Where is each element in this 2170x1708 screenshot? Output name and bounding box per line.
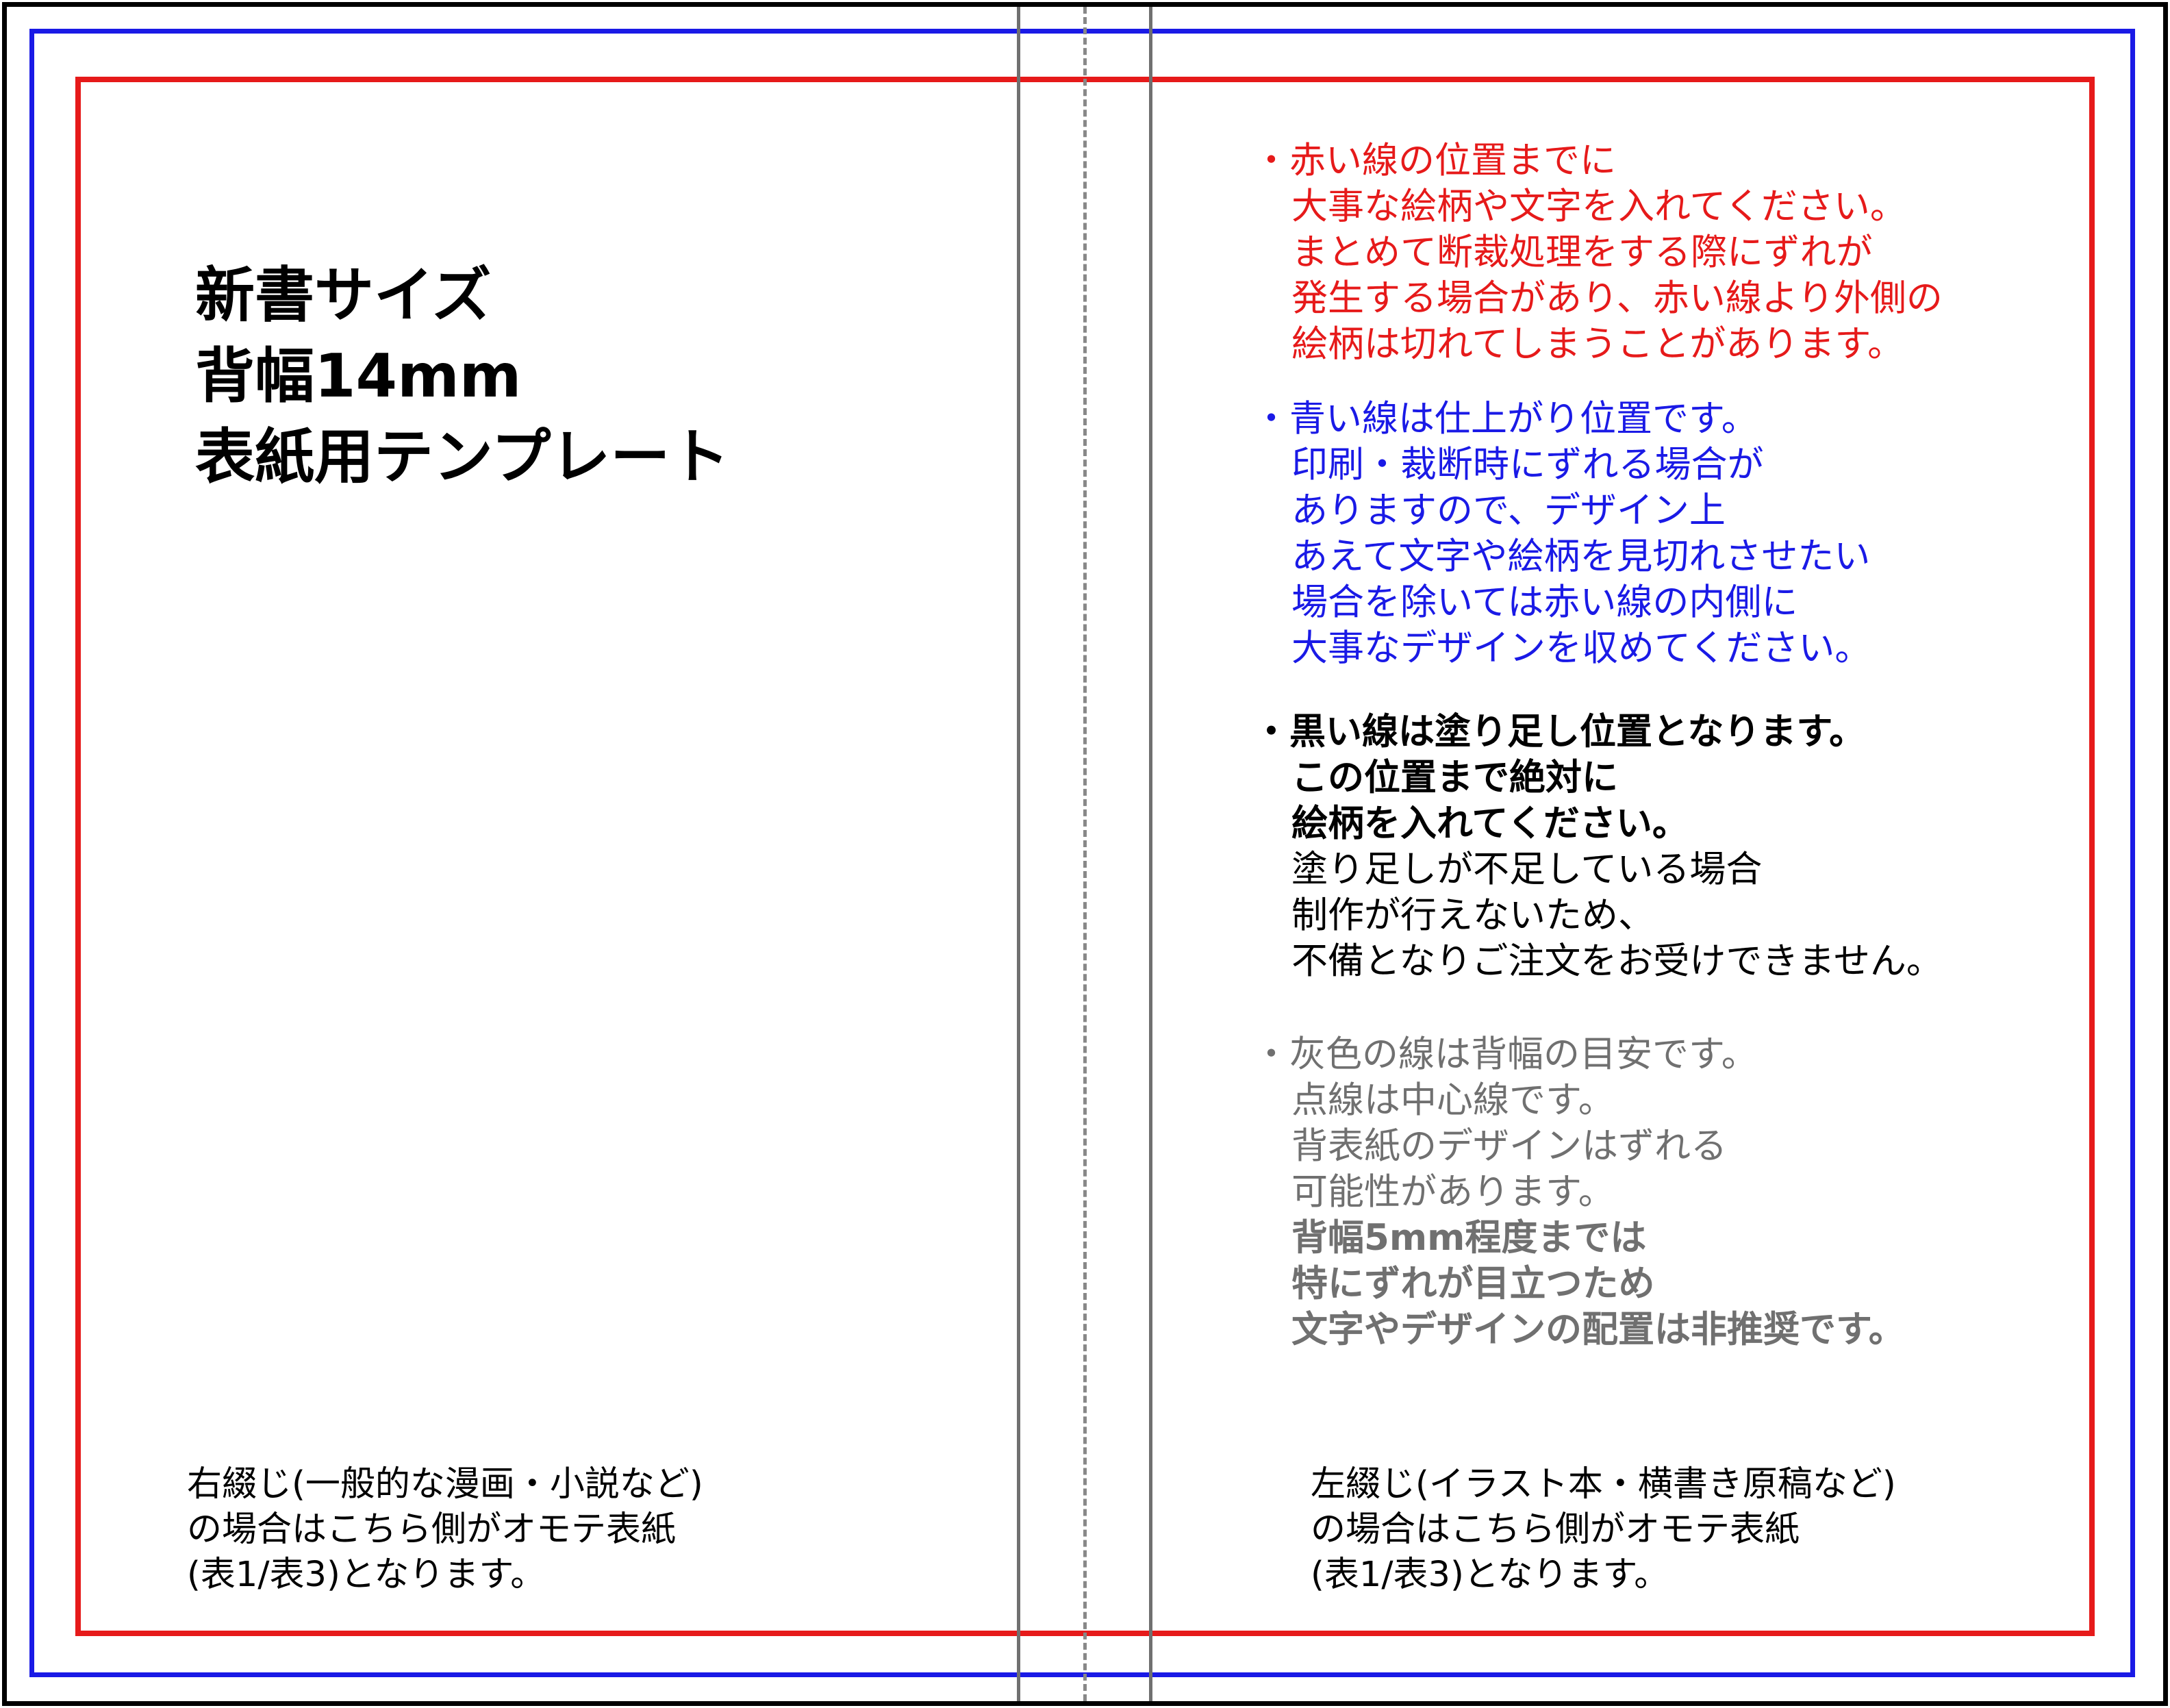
template-title: 新書サイズ 背幅14mm 表紙用テンプレート bbox=[195, 255, 729, 497]
binding-note-left: 左綴じ(イラスト本・横書き原稿など) の場合はこちら側がオモテ表紙 (表1/表3… bbox=[1311, 1462, 1896, 1598]
note-black-line: ・黒い線は塗り足し位置となります。 この位置まで絶対に 絵柄を入れてください。 … bbox=[1253, 709, 1943, 984]
note-text: 絵柄は切れてしまうことがあります。 bbox=[1291, 323, 1904, 365]
note-text: 文字やデザインの配置は非推奨です。 bbox=[1291, 1309, 1905, 1351]
note-text: 背表紙のデザインはずれる bbox=[1291, 1125, 1727, 1167]
binding-note-right: 右綴じ(一般的な漫画・小説など) の場合はこちら側がオモテ表紙 (表1/表3)と… bbox=[187, 1462, 703, 1598]
binding-text: 左綴じ(イラスト本・横書き原稿など) bbox=[1311, 1464, 1896, 1505]
binding-text: の場合はこちら側がオモテ表紙 bbox=[1311, 1509, 1800, 1550]
spine-line-left bbox=[1017, 7, 1020, 1701]
note-text: 場合を除いては赤い線の内側に bbox=[1291, 581, 1798, 623]
note-text: 特にずれが目立つため bbox=[1291, 1263, 1655, 1305]
note-text: まとめて断裁処理をする際にずれが bbox=[1291, 231, 1873, 273]
binding-text: の場合はこちら側がオモテ表紙 bbox=[187, 1509, 677, 1550]
note-text: ・青い線は仕上がり位置です。 bbox=[1253, 398, 1758, 440]
note-text: ・黒い線は塗り足し位置となります。 bbox=[1253, 711, 1866, 753]
note-text: 可能性があります。 bbox=[1291, 1171, 1615, 1213]
note-text: 大事な絵柄や文字を入れてください。 bbox=[1291, 186, 1906, 227]
trim-line-blue bbox=[29, 29, 2135, 1677]
note-red-line: ・赤い線の位置までに 大事な絵柄や文字を入れてください。 まとめて断裁処理をする… bbox=[1253, 138, 1943, 367]
note-blue-line: ・青い線は仕上がり位置です。 印刷・裁断時にずれる場合が ありますので、デザイン… bbox=[1253, 396, 1871, 671]
note-text: あえて文字や絵柄を見切れさせたい bbox=[1291, 536, 1871, 577]
note-text: 大事なデザインを収めてください。 bbox=[1291, 627, 1871, 669]
note-text: 背幅5mm程度までは bbox=[1291, 1217, 1647, 1259]
note-text: ・赤い線の位置までに bbox=[1253, 140, 1616, 181]
note-text: 発生する場合があり、赤い線より外側の bbox=[1291, 277, 1943, 319]
note-text: 絵柄を入れてください。 bbox=[1291, 803, 1689, 844]
binding-text: (表1/表3)となります。 bbox=[187, 1555, 546, 1595]
note-text: 印刷・裁断時にずれる場合が bbox=[1291, 444, 1764, 486]
title-line: 新書サイズ bbox=[195, 260, 492, 330]
note-text: この位置まで絶対に bbox=[1291, 757, 1618, 799]
note-text: 不備となりご注文をお受けできません。 bbox=[1291, 940, 1943, 982]
note-text: 塗り足しが不足している場合 bbox=[1291, 849, 1763, 890]
note-gray-line: ・灰色の線は背幅の目安です。 点線は中心線です。 背表紙のデザインはずれる 可能… bbox=[1253, 1031, 1905, 1353]
note-text: ・灰色の線は背幅の目安です。 bbox=[1253, 1033, 1758, 1075]
note-text: ありますので、デザイン上 bbox=[1291, 490, 1726, 531]
title-line: 表紙用テンプレート bbox=[195, 422, 730, 492]
binding-text: (表1/表3)となります。 bbox=[1311, 1555, 1669, 1595]
spine-center-dashed-line bbox=[1083, 7, 1087, 1701]
spine-line-right bbox=[1149, 7, 1152, 1701]
title-line: 背幅14mm bbox=[195, 341, 522, 411]
note-text: 点線は中心線です。 bbox=[1291, 1079, 1615, 1121]
note-text: 制作が行えないため、 bbox=[1291, 894, 1654, 936]
binding-text: 右綴じ(一般的な漫画・小説など) bbox=[187, 1464, 703, 1505]
